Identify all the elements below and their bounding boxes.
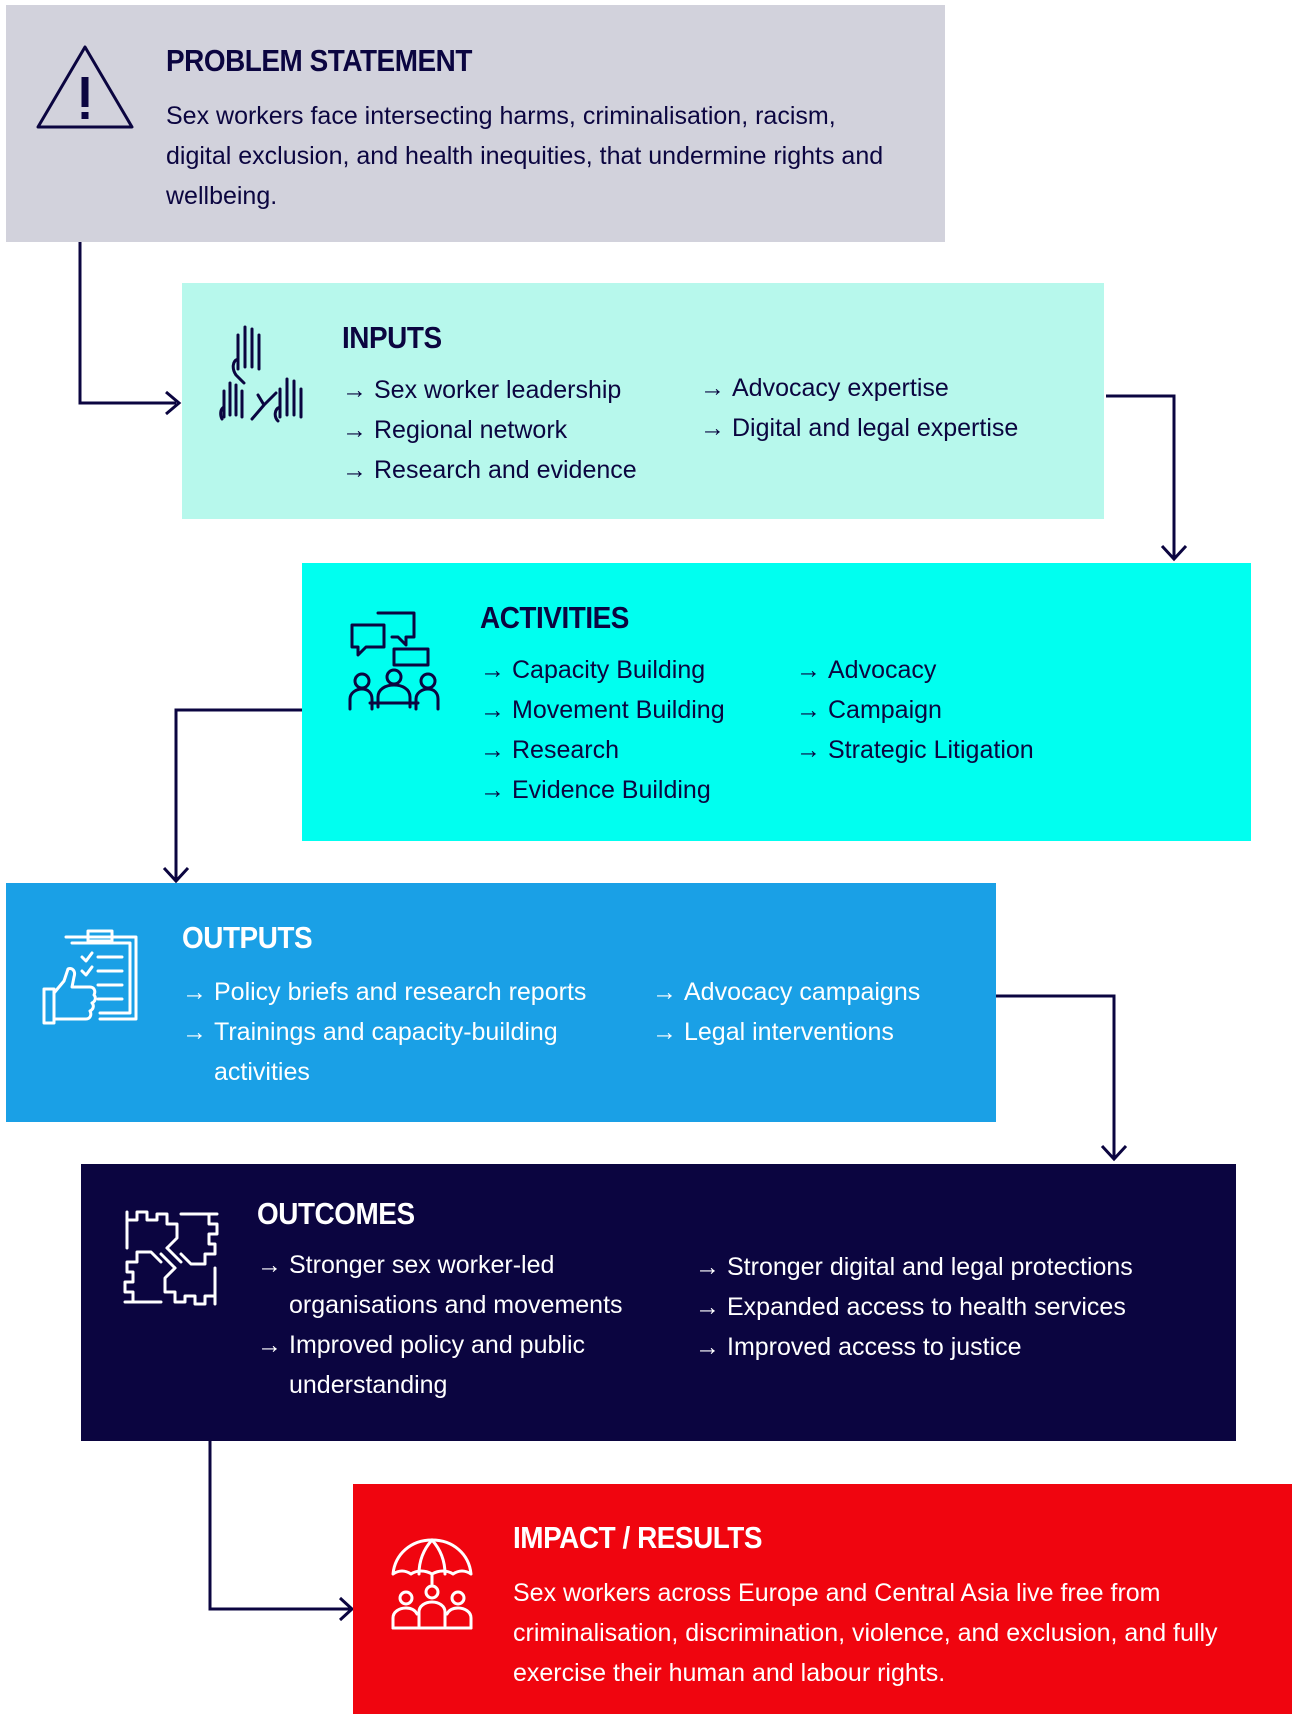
connector-activities-to-outputs (174, 708, 302, 880)
connector-problem-to-inputs (78, 242, 176, 405)
list-item: →Stronger sex worker-led organisations a… (257, 1245, 669, 1325)
problem-text: Sex workers face intersecting harms, cri… (166, 102, 884, 210)
outcomes-title: OUTCOMES (257, 1196, 415, 1231)
connector-inputs-to-activities (1106, 394, 1176, 558)
arrow-right-icon: → (796, 696, 821, 724)
arrow-right-icon: → (796, 656, 821, 684)
inputs-title: INPUTS (342, 320, 442, 355)
arrow-right-icon: → (480, 656, 505, 684)
arrow-right-icon: → (695, 1293, 720, 1321)
arrow-right-icon: → (652, 1018, 677, 1046)
list-item: →Capacity Building (480, 650, 780, 690)
outcomes-box: OUTCOMES →Stronger sex worker-led organi… (81, 1164, 1236, 1441)
outputs-title: OUTPUTS (182, 920, 313, 955)
connector-outputs-to-outcomes (996, 994, 1116, 1158)
connector-outputs-to-outcomes-head (1100, 1144, 1128, 1162)
umbrella-people-icon (391, 1538, 473, 1630)
arrow-right-icon: → (480, 736, 505, 764)
list-item: →Improved access to justice (695, 1327, 1215, 1367)
outcomes-left-list: →Stronger sex worker-led organisations a… (257, 1245, 669, 1405)
joined-hands-icon (123, 1210, 219, 1306)
list-item: →Regional network (342, 410, 682, 450)
arrow-right-icon: → (700, 374, 725, 402)
arrow-right-icon: → (182, 1018, 207, 1046)
problem-statement-box: PROBLEM STATEMENT Sex workers face inter… (6, 5, 945, 242)
list-item: →Expanded access to health services (695, 1287, 1215, 1327)
outputs-box: OUTPUTS →Policy briefs and research repo… (6, 883, 996, 1122)
activities-title: ACTIVITIES (480, 600, 629, 635)
arrow-right-icon: → (257, 1251, 282, 1279)
impact-box: IMPACT / RESULTS Sex workers across Euro… (353, 1484, 1292, 1714)
list-item: →Evidence Building (480, 770, 780, 810)
list-item: →Research (480, 730, 780, 770)
list-item: →Campaign (796, 690, 1096, 730)
outputs-left-list: →Policy briefs and research reports →Tra… (182, 972, 622, 1092)
list-item: →Advocacy expertise (700, 368, 1080, 408)
activities-box: ACTIVITIES →Capacity Building →Movement … (302, 563, 1251, 841)
list-item: →Stronger digital and legal protections (695, 1247, 1215, 1287)
activities-right-list: →Advocacy →Campaign →Strategic Litigatio… (796, 650, 1096, 770)
group-discussion-icon (348, 611, 440, 711)
list-item: →Strategic Litigation (796, 730, 1096, 770)
list-item: →Research and evidence (342, 450, 682, 490)
checklist-thumbs-up-icon (42, 929, 138, 1025)
connector-inputs-to-activities-head (1160, 544, 1188, 562)
arrow-right-icon: → (257, 1331, 282, 1359)
arrow-right-icon: → (695, 1253, 720, 1281)
connector-activities-to-outputs-head (162, 866, 190, 884)
arrow-right-icon: → (342, 456, 367, 484)
arrow-right-icon: → (695, 1333, 720, 1361)
list-item: →Improved policy and public understandin… (257, 1325, 669, 1405)
activities-left-list: →Capacity Building →Movement Building →R… (480, 650, 780, 810)
inputs-right-list: →Advocacy expertise →Digital and legal e… (700, 368, 1080, 448)
list-item: →Advocacy campaigns (652, 972, 972, 1012)
arrow-right-icon: → (182, 978, 207, 1006)
connector-problem-to-inputs-head (165, 390, 182, 416)
outputs-right-list: →Advocacy campaigns →Legal interventions (652, 972, 972, 1052)
arrow-right-icon: → (652, 978, 677, 1006)
arrow-right-icon: → (480, 696, 505, 724)
list-item: →Movement Building (480, 690, 780, 730)
arrow-right-icon: → (700, 414, 725, 442)
list-item: →Advocacy (796, 650, 1096, 690)
list-item: →Trainings and capacity-building activit… (182, 1012, 609, 1092)
arrow-right-icon: → (480, 776, 505, 804)
arrow-right-icon: → (342, 416, 367, 444)
raised-hands-icon (219, 325, 303, 423)
connector-outcomes-to-impact-head (338, 1596, 355, 1622)
inputs-box: INPUTS →Sex worker leadership →Regional … (182, 283, 1104, 519)
warning-triangle-icon (36, 45, 134, 129)
list-item: →Sex worker leadership (342, 370, 682, 410)
connector-outcomes-to-impact (208, 1441, 350, 1611)
arrow-right-icon: → (796, 736, 821, 764)
arrow-right-icon: → (342, 376, 367, 404)
list-item: →Digital and legal expertise (700, 408, 1080, 448)
problem-title: PROBLEM STATEMENT (166, 43, 472, 78)
list-item: →Legal interventions (652, 1012, 972, 1052)
list-item: →Policy briefs and research reports (182, 972, 622, 1012)
outcomes-right-list: →Stronger digital and legal protections … (695, 1247, 1215, 1367)
inputs-left-list: →Sex worker leadership →Regional network… (342, 370, 682, 490)
impact-title: IMPACT / RESULTS (513, 1520, 763, 1555)
impact-text: Sex workers across Europe and Central As… (513, 1579, 1218, 1687)
